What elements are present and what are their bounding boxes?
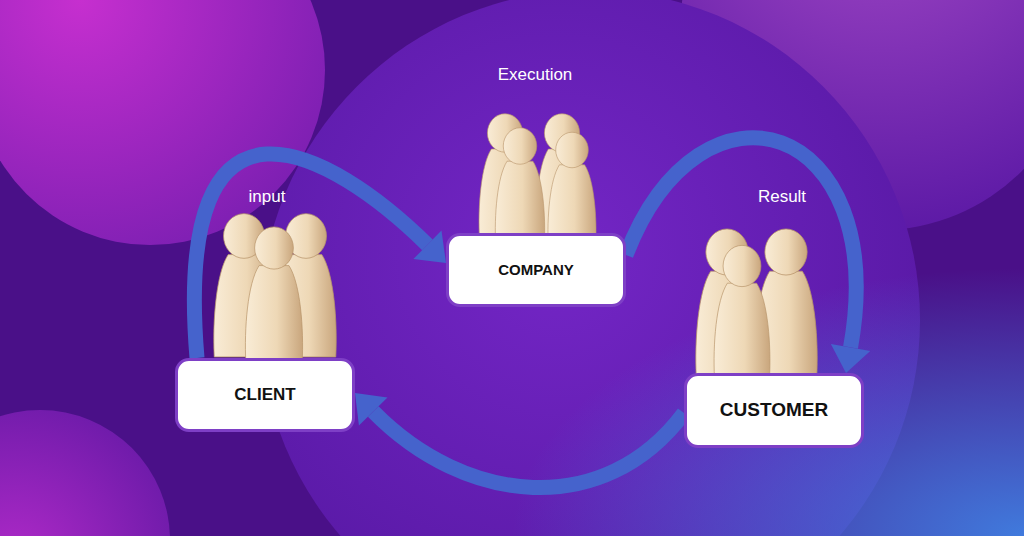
wooden-figure (245, 227, 302, 363)
arrow-head (413, 231, 446, 263)
wooden-figure (548, 132, 596, 246)
flow-label: Execution (498, 65, 573, 85)
box-label: COMPANY (498, 261, 574, 279)
label-box: CLIENT (175, 358, 355, 432)
company-figures (479, 114, 596, 246)
label-box: COMPANY (446, 233, 626, 307)
flow-label: input (249, 187, 286, 207)
arrow-line (194, 154, 427, 358)
arrow-head (831, 344, 870, 373)
wooden-figure (495, 128, 544, 245)
flow-arrow (355, 393, 684, 488)
arrow-line (373, 412, 684, 488)
box-label: CLIENT (234, 385, 295, 405)
customer-figures (696, 229, 817, 378)
wooden-figure (714, 245, 770, 377)
arrow-line (626, 138, 856, 348)
box-label: CUSTOMER (720, 399, 828, 422)
label-box: CUSTOMER (684, 373, 864, 448)
flow-label: Result (758, 187, 806, 207)
flow-arrow (194, 154, 446, 358)
arrow-head (355, 393, 387, 426)
flow-arrow (626, 138, 870, 373)
client-figures (214, 214, 336, 363)
